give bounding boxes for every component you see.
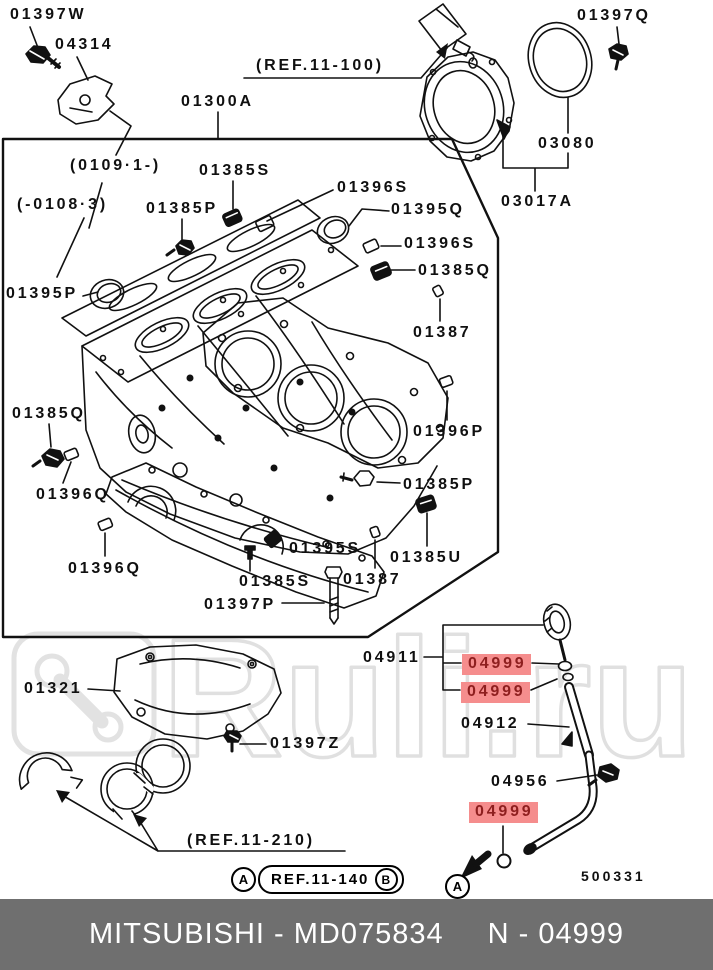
plug-01385p-top: [165, 239, 195, 257]
view-callout-a-2: A: [445, 874, 470, 899]
arrowheads: [56, 43, 448, 827]
long-bolt-01397p: [324, 566, 343, 625]
part-label-01385p-bottom: 01385P: [403, 476, 475, 493]
part-label-01385p-top: 01385P: [146, 200, 218, 217]
sealant-tube-icon: [418, 3, 478, 69]
footer-brand-part: MITSUBISHI - MD075834: [89, 918, 444, 950]
bearing-ring-1: [100, 762, 154, 822]
part-label-01396q-2: 01396Q: [68, 560, 142, 577]
bolt-01397q: [608, 43, 629, 71]
part-label-01300a: 01300A: [181, 93, 254, 110]
cup-plug-01395q: [316, 215, 350, 245]
ref-11-140-text: REF.11-140: [271, 871, 370, 888]
part-label-01385q-right: 01385Q: [418, 262, 492, 279]
part-label-01397p: 01397P: [204, 596, 276, 613]
bearing-shell: [18, 752, 84, 790]
o-ring-04999: [496, 853, 512, 869]
part-label-01397z: 01397Z: [270, 735, 342, 752]
part-label-03080: 03080: [538, 135, 597, 152]
part-label-01396p: 01396P: [413, 423, 485, 440]
bolt-01385s-bottom: [244, 545, 256, 560]
dowel-01396p: [438, 374, 454, 388]
part-label-01385q-left: 01385Q: [12, 405, 86, 422]
part-label-04911: 04911: [363, 649, 421, 666]
drawing-code: 500331: [581, 868, 646, 884]
part-label-01396s-1: 01396S: [337, 179, 409, 196]
part-label-04314: 04314: [55, 36, 114, 53]
part-label-04912: 04912: [461, 715, 520, 732]
cup-plug-01395p: [89, 278, 125, 310]
part-label-01395p: 01395P: [6, 285, 78, 302]
dowel-01396q-2: [97, 517, 114, 532]
head-gasket-left-bank: [61, 199, 321, 337]
part-label-04956: 04956: [491, 773, 550, 790]
cover-plate-01321: [113, 644, 282, 740]
part-label-01385s-top: 01385S: [199, 162, 271, 179]
bolt-01397w: [25, 45, 61, 69]
cylinder-block-body: [81, 295, 438, 555]
watermark-logo: [11, 631, 157, 757]
footer-ref-number: N - 04999: [487, 918, 624, 950]
part-label-01395q: 01395Q: [391, 201, 465, 218]
part-label-01385u: 01385U: [390, 549, 463, 566]
ref-11-140-box: REF.11-140 B: [258, 865, 405, 894]
head-gasket-right-bank: [202, 297, 449, 469]
plug-01385q-right: [370, 261, 392, 281]
highlighted-part-label-04999-1: 04999: [462, 654, 531, 675]
plug-01385q-left: [31, 448, 65, 468]
ref-label-11-210: (REF.11-210): [187, 832, 315, 849]
dowel-01396s-1: [255, 214, 275, 233]
plug-01385s-top: [222, 208, 243, 227]
date-code-0109: (0109·1-): [70, 157, 162, 174]
highlighted-part-label-04999-3: 04999: [469, 802, 538, 823]
view-a-arrow-icon: [460, 850, 492, 879]
bolt-04956: [587, 763, 620, 787]
rear-seal-retainer-03017a: [419, 51, 515, 162]
o-ring-03080: [527, 21, 593, 99]
bearing-ring-2: [133, 738, 191, 795]
bracket-04314: [57, 75, 115, 125]
bedplate-lower-case: [105, 462, 385, 609]
part-label-01397q: 01397Q: [577, 7, 651, 24]
highlighted-part-label-04999-2: 04999: [461, 682, 530, 703]
bolt-01385p-bottom: [339, 470, 375, 487]
catalog-footer-bar: MITSUBISHI - MD075834 N - 04999: [0, 899, 713, 970]
leader-lines: [29, 26, 620, 854]
cylinder-deck-left-bank: [81, 229, 359, 383]
part-label-03017a: 03017A: [501, 193, 574, 210]
bolt-01397z: [223, 730, 242, 753]
part-label-01321: 01321: [24, 680, 83, 697]
plug-01385u: [415, 494, 437, 514]
part-label-01396s-2: 01396S: [404, 235, 476, 252]
view-callout-a-1: A: [231, 867, 256, 892]
part-label-01387-bottom: 01387: [343, 571, 402, 588]
watermark-text: Ruli.ru: [162, 604, 694, 792]
dowel-01396s-2: [362, 238, 380, 254]
part-label-01385s-bottom: 01385S: [239, 573, 311, 590]
dowel-01396q-1: [63, 447, 80, 462]
ref-label-11-100: (REF.11-100): [256, 57, 384, 74]
view-callout-b: B: [375, 868, 399, 891]
date-code-0108: (-0108·3): [17, 196, 109, 213]
pin-01387-bottom: [369, 525, 381, 539]
plug-01395s: [263, 529, 283, 549]
pin-01387-right: [432, 284, 444, 298]
part-label-01395s: 01395S: [289, 540, 361, 557]
part-label-01397w: 01397W: [10, 6, 87, 23]
dipstick-assembly: [523, 603, 598, 856]
part-label-01396q-1: 01396Q: [36, 486, 110, 503]
part-label-01387-right: 01387: [413, 324, 472, 341]
